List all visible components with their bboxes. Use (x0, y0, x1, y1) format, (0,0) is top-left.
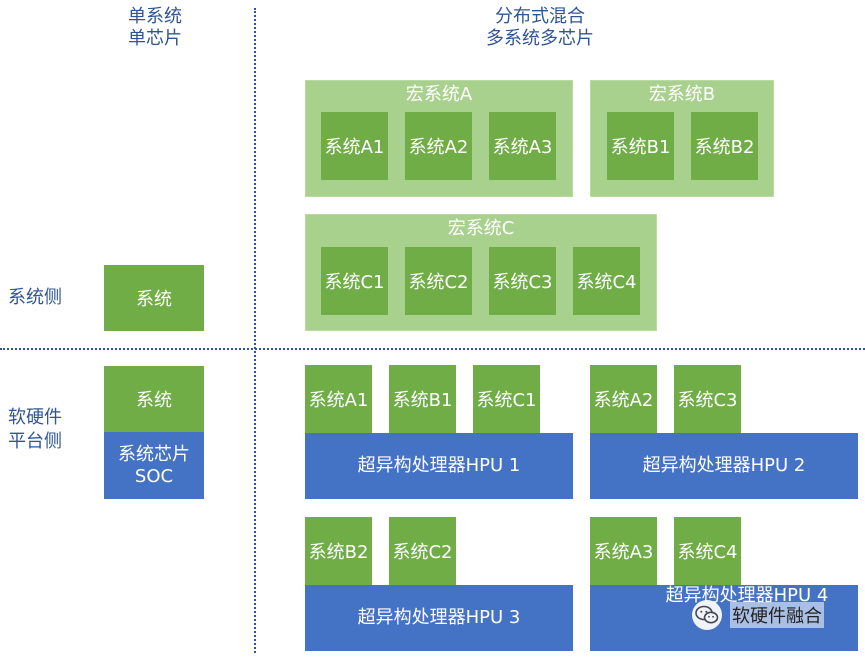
horizontal-divider (0, 348, 865, 350)
single-system-block-platform: 系统 (104, 366, 204, 432)
label-platform-line2: 平台侧 (8, 431, 62, 452)
hpu3-block: 超异构处理器HPU 3 (305, 585, 573, 651)
wechat-icon (692, 600, 722, 630)
vertical-divider (254, 8, 256, 653)
macro-c-item: 系统C3 (489, 247, 556, 315)
header-single-line2: 单芯片 (128, 28, 182, 49)
header-single-line1: 单系统 (128, 6, 182, 27)
hpu3-system: 系统B2 (305, 517, 372, 585)
hpu2-block: 超异构处理器HPU 2 (590, 433, 858, 499)
macro-c-item: 系统C4 (573, 247, 640, 315)
hpu1-system: 系统B1 (389, 365, 456, 433)
hpu4-system: 系统A3 (590, 517, 657, 585)
hpu2-system: 系统A2 (590, 365, 657, 433)
macro-a-item: 系统A2 (405, 112, 472, 180)
hpu4-system: 系统C4 (674, 517, 741, 585)
header-single: 单系统 单芯片 (110, 6, 200, 50)
hpu1-system: 系统A1 (305, 365, 372, 433)
label-platform-side: 软硬件 平台侧 (8, 406, 62, 454)
single-soc-block: 系统芯片 SOC (104, 432, 204, 499)
watermark: 软硬件融合 (692, 597, 824, 633)
macro-a-item: 系统A3 (489, 112, 556, 180)
header-distributed: 分布式混合 多系统多芯片 (450, 6, 630, 50)
soc-line2: SOC (134, 465, 174, 487)
macro-b-item: 系统B1 (607, 112, 674, 180)
macro-system-a-title: 宏系统A (405, 84, 473, 105)
hpu1-system: 系统C1 (473, 365, 540, 433)
hpu2-system: 系统C3 (674, 365, 741, 433)
label-system-side: 系统侧 (8, 287, 62, 308)
label-platform-line1: 软硬件 (8, 407, 62, 428)
hpu1-block: 超异构处理器HPU 1 (305, 433, 573, 499)
header-distributed-line1: 分布式混合 (495, 6, 585, 27)
watermark-text: 软硬件融合 (730, 602, 824, 628)
macro-a-item: 系统A1 (321, 112, 388, 180)
macro-system-b-title: 宏系统B (648, 84, 716, 105)
header-distributed-line2: 多系统多芯片 (486, 28, 594, 49)
macro-b-item: 系统B2 (691, 112, 758, 180)
macro-system-c-title: 宏系统C (447, 218, 515, 239)
soc-line1: 系统芯片 (118, 443, 190, 465)
single-system-block: 系统 (104, 265, 204, 331)
hpu3-system: 系统C2 (389, 517, 456, 585)
macro-c-item: 系统C2 (405, 247, 472, 315)
macro-c-item: 系统C1 (321, 247, 388, 315)
